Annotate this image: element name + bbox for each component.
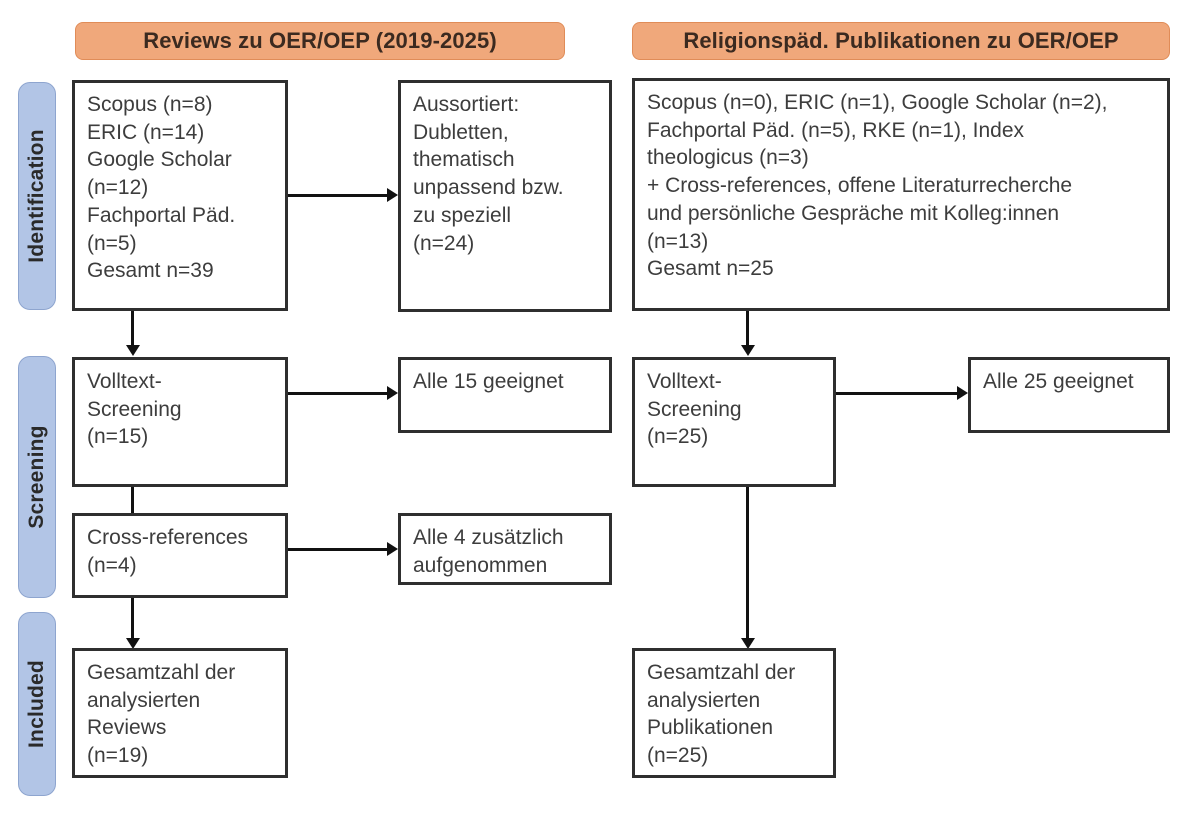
arrowhead-reviews-crossrefs-to-included [126, 638, 140, 649]
stage-pill-included: Included [18, 612, 56, 796]
box-reviews-excluded: Aussortiert: Dubletten, thematisch unpas… [398, 80, 612, 312]
connector-reviews-crossrefs-to-included [131, 598, 134, 640]
arrowhead-reviews-sources-to-screening [126, 345, 140, 356]
connector-publications-sources-to-screening [746, 311, 749, 347]
arrowhead-publications-screening-to-included [741, 638, 755, 649]
box-publications-fulltext-screening: Volltext- Screening (n=25) [632, 357, 836, 487]
stage-pill-identification: Identification [18, 82, 56, 310]
connector-publications-screening-to-included [746, 487, 749, 640]
column-header-reviews: Reviews zu OER/OEP (2019-2025) [75, 22, 565, 60]
column-header-publications: Religionspäd. Publikationen zu OER/OEP [632, 22, 1170, 60]
connector-reviews-screening-to-eligible [288, 392, 387, 395]
arrowhead-publications-sources-to-screening [741, 345, 755, 356]
connector-reviews-sources-to-screening [131, 311, 134, 347]
box-publications-all-eligible: Alle 25 geeignet [968, 357, 1170, 433]
connector-reviews-sources-to-excluded [288, 194, 387, 197]
box-reviews-cross-references: Cross-references (n=4) [72, 513, 288, 598]
box-reviews-sources: Scopus (n=8) ERIC (n=14) Google Scholar … [72, 80, 288, 311]
arrowhead-reviews-crossrefs-to-added [387, 542, 398, 556]
stage-pill-identification-label: Identification [25, 129, 48, 263]
box-reviews-total-included: Gesamtzahl der analysierten Reviews (n=1… [72, 648, 288, 778]
connector-reviews-screening-to-crossrefs [131, 487, 134, 517]
box-publications-sources: Scopus (n=0), ERIC (n=1), Google Scholar… [632, 78, 1170, 311]
arrowhead-publications-screening-to-eligible [957, 386, 968, 400]
connector-publications-screening-to-eligible [836, 392, 957, 395]
box-reviews-all-eligible: Alle 15 geeignet [398, 357, 612, 433]
box-publications-total-included: Gesamtzahl der analysierten Publikatione… [632, 648, 836, 778]
box-reviews-fulltext-screening: Volltext- Screening (n=15) [72, 357, 288, 487]
arrowhead-reviews-screening-to-eligible [387, 386, 398, 400]
stage-pill-screening-label: Screening [25, 425, 48, 529]
stage-pill-screening: Screening [18, 356, 56, 598]
arrowhead-reviews-sources-to-excluded [387, 188, 398, 202]
box-reviews-cross-references-added: Alle 4 zusätzlich aufgenommen [398, 513, 612, 585]
connector-reviews-crossrefs-to-added [288, 548, 387, 551]
stage-pill-included-label: Included [25, 660, 48, 748]
